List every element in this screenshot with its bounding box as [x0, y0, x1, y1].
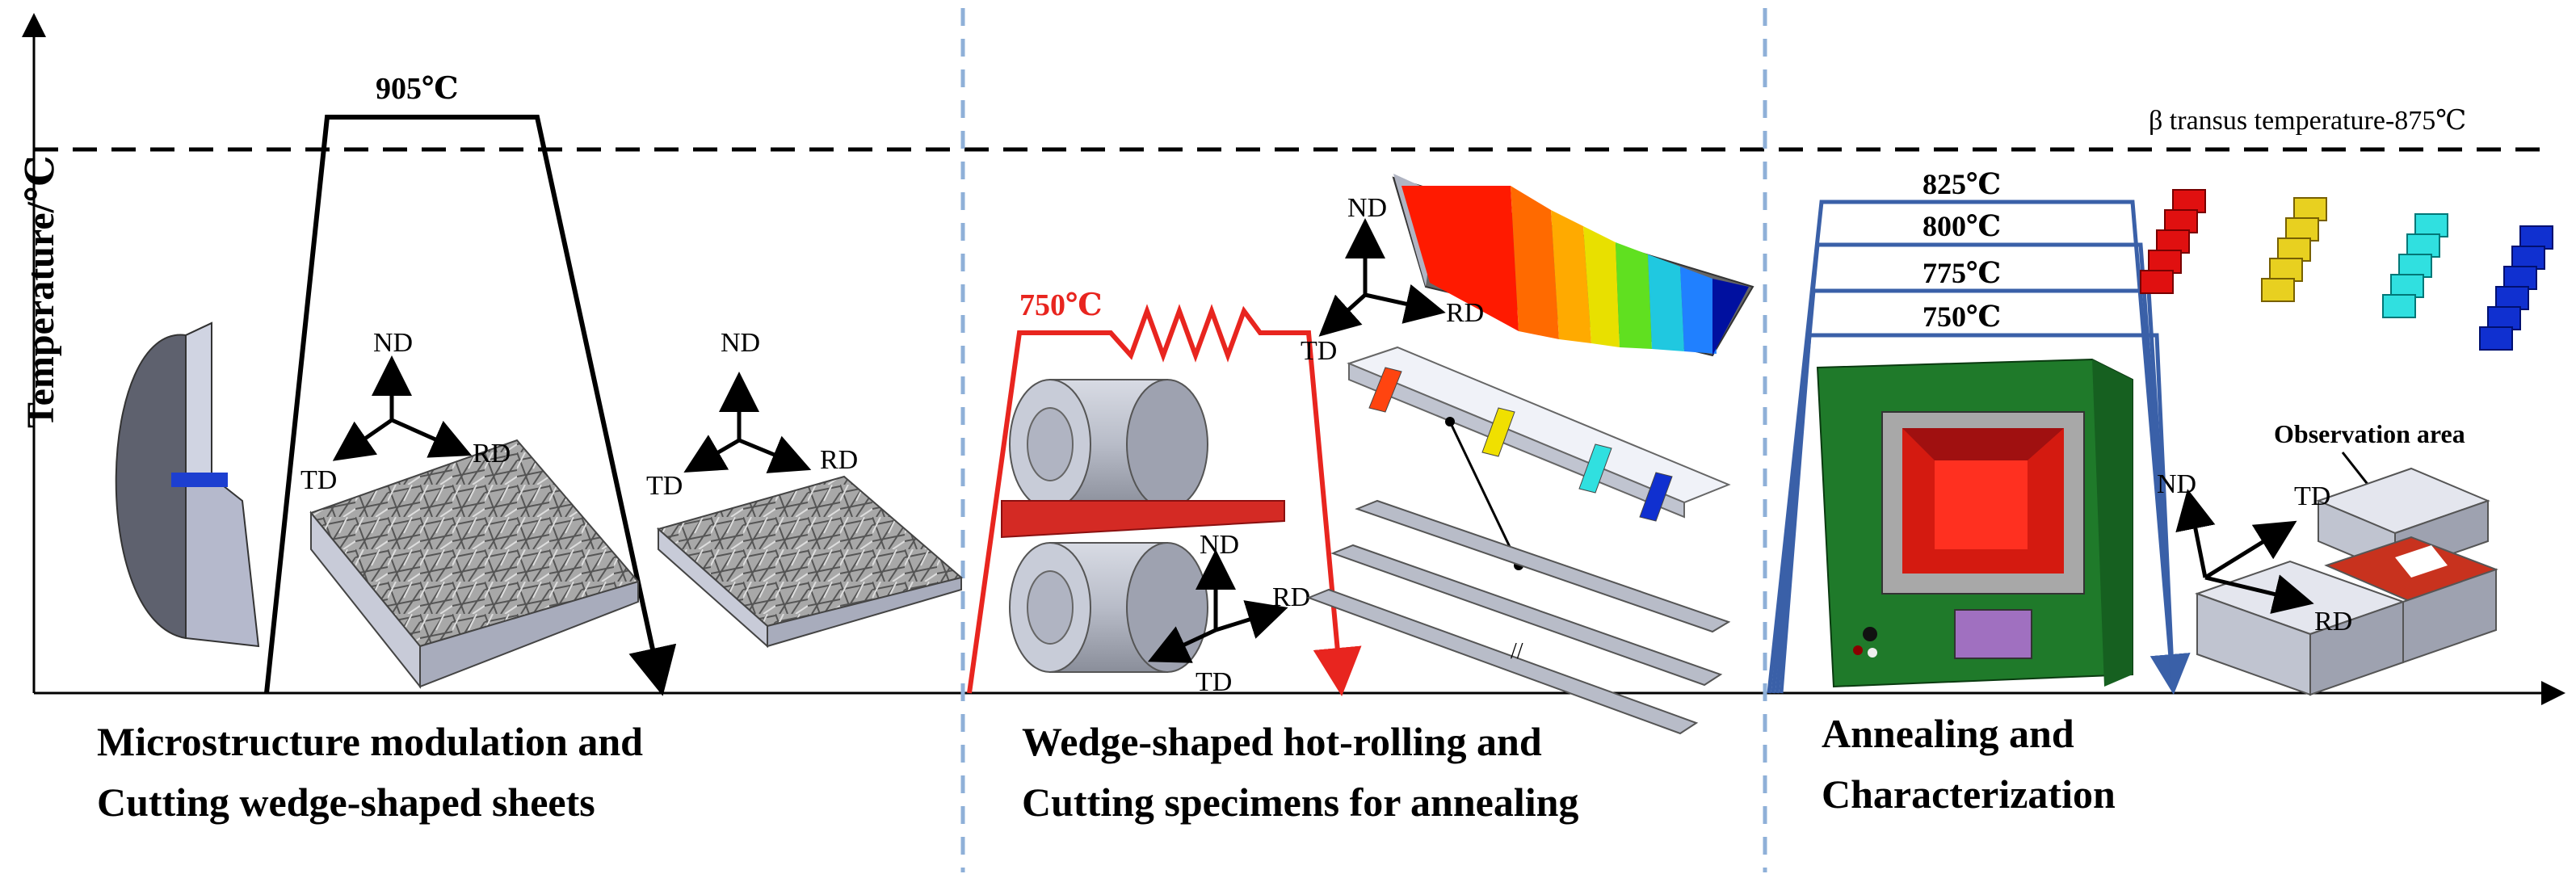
anneal-temp-3: 775℃	[1923, 257, 2001, 289]
wedge-workpiece	[1001, 500, 1285, 539]
anneal-temp-2: 800℃	[1923, 210, 2001, 242]
stage2-group: 750℃ ND RD TD	[967, 174, 1754, 825]
furnace	[1816, 358, 2133, 688]
stage2-caption-line1: Wedge-shaped hot-rolling and	[1022, 719, 1542, 764]
stage1-temperature-profile	[264, 115, 677, 696]
stage1-temp-label: 905℃	[376, 72, 459, 106]
bar-break-mark: //	[1511, 639, 1523, 664]
wedge-sheet-1	[309, 439, 640, 689]
specimen-stack-blue	[2479, 225, 2553, 351]
stage2-temperature-profile	[967, 304, 1362, 696]
axis-triad-5	[2175, 489, 2314, 614]
stage2-caption-line2: Cutting specimens for annealing	[1022, 779, 1578, 825]
rolling-mill	[1001, 379, 1285, 673]
cut-indicator-line	[1448, 421, 1520, 566]
triad3-rd: RD	[1272, 582, 1310, 612]
stage3-caption-line2: Characterization	[1822, 771, 2116, 817]
furnace-control-panel	[1954, 609, 2032, 659]
triad1-nd: ND	[373, 328, 413, 358]
triad3-td: TD	[1196, 667, 1232, 697]
specimen-bars	[1306, 499, 1731, 735]
triad1-td: TD	[300, 465, 337, 495]
triad3-nd: ND	[1200, 530, 1239, 560]
axis-triad-3	[1147, 549, 1288, 663]
billet-disc	[115, 321, 260, 648]
stage2-temp-label: 750℃	[1019, 288, 1103, 322]
stage3-group: 825℃ 800℃ 775℃ 750℃	[1767, 168, 2553, 817]
stage3-caption-line1: Annealing and	[1822, 711, 2074, 756]
axis-triad-1	[332, 355, 473, 461]
rainbow-wedge-plate	[1392, 174, 1754, 357]
triad4-nd: ND	[1347, 193, 1387, 223]
triad1-rd: RD	[473, 439, 511, 469]
stage1-group: 905℃ ND RD TD	[97, 72, 964, 825]
y-axis-label: Temperature/℃	[19, 156, 62, 428]
triad5-nd: ND	[2157, 469, 2196, 499]
specimen-stack-yellow	[2261, 197, 2327, 302]
triad2-rd: RD	[820, 445, 858, 475]
triad5-rd: RD	[2314, 607, 2352, 637]
triad2-td: TD	[646, 471, 683, 501]
stage1-caption-line1: Microstructure modulation and	[97, 719, 643, 764]
beta-transus-label: β transus temperature-875℃	[2149, 106, 2466, 136]
stage1-caption-line2: Cutting wedge-shaped sheets	[97, 779, 595, 825]
triad4-rd: RD	[1446, 298, 1484, 328]
specimen-stack-red	[2140, 189, 2206, 294]
axes: Temperature/℃	[19, 13, 2565, 705]
observation-area-label: Observation area	[2274, 419, 2465, 448]
triad5-td: TD	[2294, 481, 2330, 511]
specimen-stack-cyan	[2382, 213, 2448, 318]
axis-triad-2	[683, 372, 812, 473]
observation-specimen	[2194, 467, 2498, 696]
anneal-temp-1: 825℃	[1923, 168, 2001, 200]
axis-triad-4	[1318, 218, 1446, 337]
triad4-td: TD	[1301, 336, 1337, 366]
cut-plate	[1347, 346, 1731, 522]
stage3-temperature-profiles	[1767, 200, 2191, 695]
wedge-sheet-2	[656, 475, 964, 649]
triad2-nd: ND	[721, 328, 760, 358]
anneal-temp-4: 750℃	[1923, 300, 2001, 333]
